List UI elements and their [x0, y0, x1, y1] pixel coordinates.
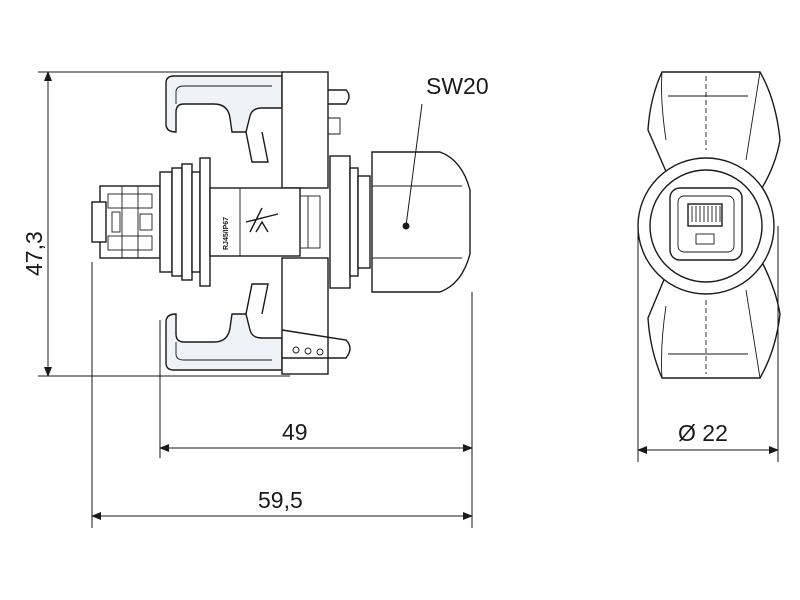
- upper-clip: [165, 71, 350, 189]
- rj45-plug: [91, 185, 161, 259]
- rj45-contacts: [691, 206, 721, 222]
- side-view: RJ45/IP67: [91, 71, 471, 375]
- flange-rings: [159, 157, 211, 287]
- dimension-lines: 47,3 49 59,5 Ø 22 SW20: [21, 71, 779, 528]
- dim-length-body-label: 49: [282, 419, 308, 445]
- dim-diameter-label: Ø 22: [678, 420, 728, 446]
- dim-length-total-label: 59,5: [258, 487, 303, 513]
- body-marking: RJ45/IP67: [223, 217, 230, 250]
- callout-sw-label: SW20: [426, 73, 489, 99]
- front-view: [637, 71, 781, 379]
- coupling-rings: [329, 155, 371, 289]
- lower-clip: [165, 257, 351, 375]
- dim-height-label: 47,3: [21, 231, 47, 276]
- cable-gland-nut: [371, 103, 471, 293]
- housing-body: RJ45/IP67: [209, 187, 345, 257]
